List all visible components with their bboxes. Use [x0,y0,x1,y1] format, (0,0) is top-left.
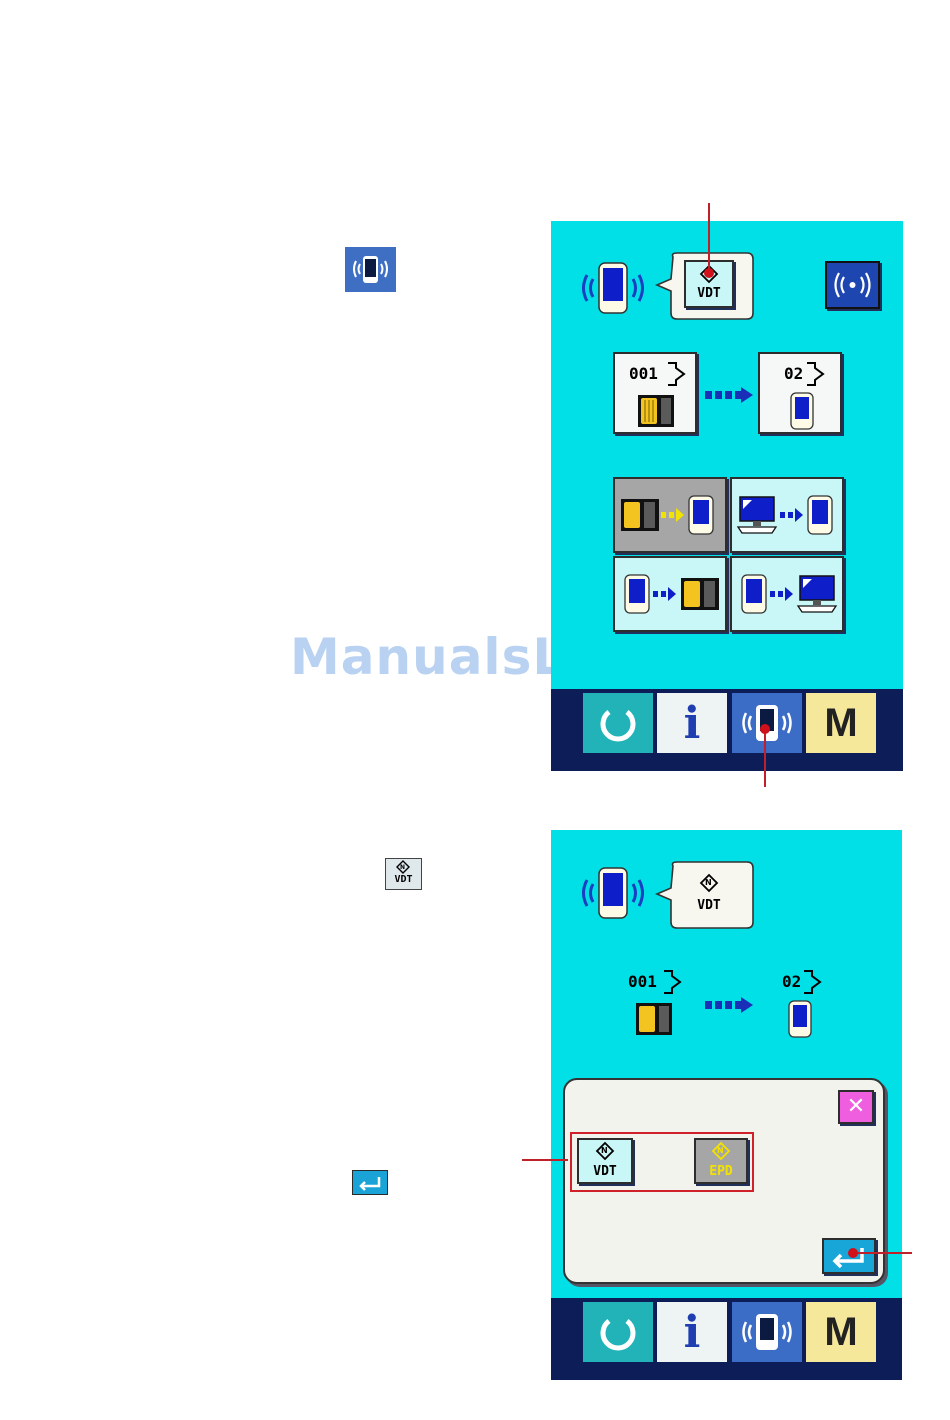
reset-icon [595,1309,641,1355]
option-epd-label: EPD [696,1164,746,1179]
reset-button[interactable] [583,693,653,753]
screen-data-select: N VDT 001 [551,221,903,771]
reset-button[interactable] [583,1302,653,1362]
screen-data-type-select: N VDT 001 02 ✕ N [551,830,902,1380]
communication-icon [734,1304,800,1360]
panel-to-media-button[interactable] [613,556,727,632]
close-button[interactable]: ✕ [838,1090,874,1124]
source-number-label: 001 [629,364,658,383]
mode-icon: M [824,701,857,746]
callout-line [764,728,766,787]
number-arrow-icon [661,968,683,996]
media-icon [637,394,675,428]
data-type-inline-label: VDT [386,874,421,885]
data-type-label: VDT [686,286,732,301]
communication-button[interactable] [732,1302,802,1362]
communication-icon [734,695,800,751]
mode-button[interactable]: M [806,693,876,753]
svg-text:N: N [717,1146,724,1155]
svg-text:N: N [400,864,405,871]
number-arrow-icon [665,360,687,388]
bottom-nav-bar: i M [551,689,903,771]
data-type-icon-inline: N VDT [385,858,422,890]
data-type-display: N VDT [687,872,731,916]
callout-line [708,203,710,273]
mode-icon: M [824,1310,857,1355]
svg-text:N: N [705,878,712,887]
pc-to-panel-button[interactable] [730,477,844,553]
number-arrow-icon [804,360,826,388]
mode-button[interactable]: M [806,1302,876,1362]
source-number-button[interactable]: 001 [613,352,697,434]
close-icon: ✕ [840,1094,872,1119]
communication-start-button[interactable] [825,261,880,309]
option-epd-button[interactable]: N EPD [694,1138,748,1184]
information-icon: i [684,698,701,749]
number-arrow-icon [801,968,823,996]
enter-icon-inline [352,1170,388,1195]
target-number-button[interactable]: 02 [758,352,842,434]
callout-dot [760,724,770,734]
panel-icon [790,392,814,430]
option-vdt-button[interactable]: N VDT [577,1138,633,1184]
media-icon [635,1002,673,1036]
reset-icon [595,700,641,746]
option-vdt-label: VDT [579,1164,631,1179]
information-button[interactable]: i [657,1302,727,1362]
information-icon: i [684,1307,701,1358]
callout-dot [848,1248,858,1258]
media-to-panel-button[interactable] [613,477,727,553]
communication-status-icon [577,866,649,920]
callout-dot [704,268,714,278]
target-number-label: 02 [782,972,801,991]
callout-line [852,1252,912,1254]
data-type-option-group: N VDT N EPD [570,1132,754,1192]
communication-status-icon [577,261,649,315]
svg-text:N: N [601,1146,608,1155]
transfer-arrow-icon [703,386,755,404]
panel-to-pc-button[interactable] [730,556,844,632]
transfer-arrow-icon [703,996,755,1014]
callout-line [522,1159,568,1161]
data-type-label: VDT [687,898,731,913]
information-button[interactable]: i [657,693,727,753]
communication-button[interactable] [732,693,802,753]
data-type-popup: ✕ N VDT N EPD [563,1078,885,1284]
target-number-label: 02 [784,364,803,383]
bottom-nav-bar: i M [551,1298,902,1380]
communication-icon-inline [345,247,396,292]
panel-icon [788,1000,812,1038]
source-number-label: 001 [628,972,657,991]
